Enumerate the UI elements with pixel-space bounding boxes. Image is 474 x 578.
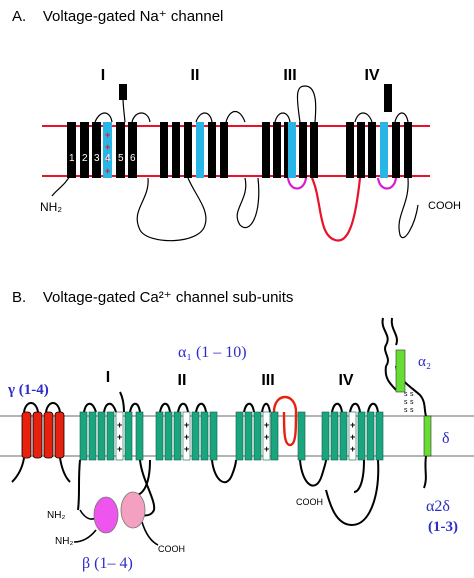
panel-a-s4-helix [380,122,388,178]
svg-text:+: + [350,444,355,454]
svg-text:+: + [350,432,355,442]
panel-a-extracellular-block [119,84,127,100]
s4-helix [182,411,191,461]
panel-b-domain-label: I [106,369,110,386]
svg-text:+: + [105,142,110,152]
panel-a-loop-i-ii [136,177,207,242]
panel-a-c-terminal-tail [398,177,419,239]
svg-text:+: + [117,432,122,442]
panel-b-domain-label: III [261,372,274,389]
panel-a-pore-loop-iii [286,177,308,190]
segment-number: 2 [82,153,88,164]
svg-text:s: s [404,399,408,406]
svg-text:+: + [184,432,189,442]
panel-a-helices [67,122,412,178]
panel-b-domain-label: II [178,372,187,389]
panel-a-helix [92,122,101,178]
panel-a-domain-label: IV [364,67,379,84]
panel-a-extracellular-block [384,84,392,112]
svg-text:+: + [105,130,110,140]
panel-a-inactivation-loop [310,177,362,242]
s4-helix [115,411,124,461]
svg-text:+: + [264,444,269,454]
segment-number: 1 [69,153,75,164]
alpha1-c-terminus: COOH [296,497,323,507]
panel-a-domain-label: III [283,67,296,84]
panel-a-s4-helix [196,122,204,178]
alpha1-label: α₁ (1 – 10) [178,344,247,361]
svg-text:+: + [264,420,269,430]
segment-number: 3 [94,153,100,164]
delta-block [423,415,432,457]
svg-text:+: + [105,154,110,164]
svg-text:+: + [350,420,355,430]
svg-text:+: + [184,444,189,454]
panel-a-domain-label: I [101,67,105,84]
alpha2delta-isoform-label: (1-3) [428,519,458,535]
svg-text:s: s [404,391,408,398]
beta-subunit-left [93,496,119,534]
panel-a-helix [80,122,89,178]
panel-a-backbone [51,85,419,242]
panel-a-pore-loop-iv [376,177,398,190]
beta-label: β (1– 4) [82,555,133,572]
alpha2delta-label: α2δ [426,498,450,515]
svg-text:s: s [410,399,414,406]
beta-c-terminus: COOH [158,544,185,554]
panel-b-domain-label: IV [338,372,353,389]
segment-number: 4 [105,153,111,164]
beta-n-terminus-2: NH₂ [55,536,73,547]
panel-a-loop-ii-iii [236,177,260,228]
alpha1-helices [79,411,384,461]
s4-helix [262,411,271,461]
alpha2-label: α₂ [418,354,431,370]
panel-b-loop-iii [272,395,298,447]
panel-a-c-terminus: COOH [428,200,461,212]
panel-b-domain-labels: I II III IV [106,369,354,389]
gamma-label: γ (1-4) [7,382,49,398]
panel-a-s4-helix [288,122,296,178]
segment-number: 5 [118,153,124,164]
segment-number: 6 [130,153,136,164]
panel-a-heading: A. Voltage-gated Na⁺ channel [12,8,223,25]
panel-b-heading: B. Voltage-gated Ca²⁺ channel sub-units [12,289,293,306]
panel-a-s4-helix [103,122,112,178]
panel-a-helix [128,122,137,178]
gamma-subunit [21,411,65,459]
panel-a-domain-labels: I II III IV [101,67,380,84]
svg-text:s: s [404,407,408,414]
panel-a-s4-charges: + + + + [105,130,110,176]
svg-text:+: + [117,420,122,430]
beta-n-terminus: NH₂ [47,510,65,521]
s4-helix [348,411,357,461]
svg-text:+: + [105,166,110,176]
panel-a-helix [67,122,76,178]
panel-a-helix [116,122,125,178]
beta-subunit-right [120,491,146,529]
panel-b-s4-charges: + + + + + + + + + + + + [117,420,355,454]
delta-label: δ [442,430,450,447]
panel-a-n-terminus: NH₂ [40,200,62,214]
svg-text:+: + [264,432,269,442]
panel-a-segment-numbers: 1 2 3 4 5 6 [69,153,136,164]
alpha2-block [395,349,406,393]
svg-text:+: + [184,420,189,430]
svg-text:s: s [410,407,414,414]
svg-text:+: + [117,444,122,454]
panel-a-domain-label: II [191,67,200,84]
svg-text:s: s [410,391,414,398]
